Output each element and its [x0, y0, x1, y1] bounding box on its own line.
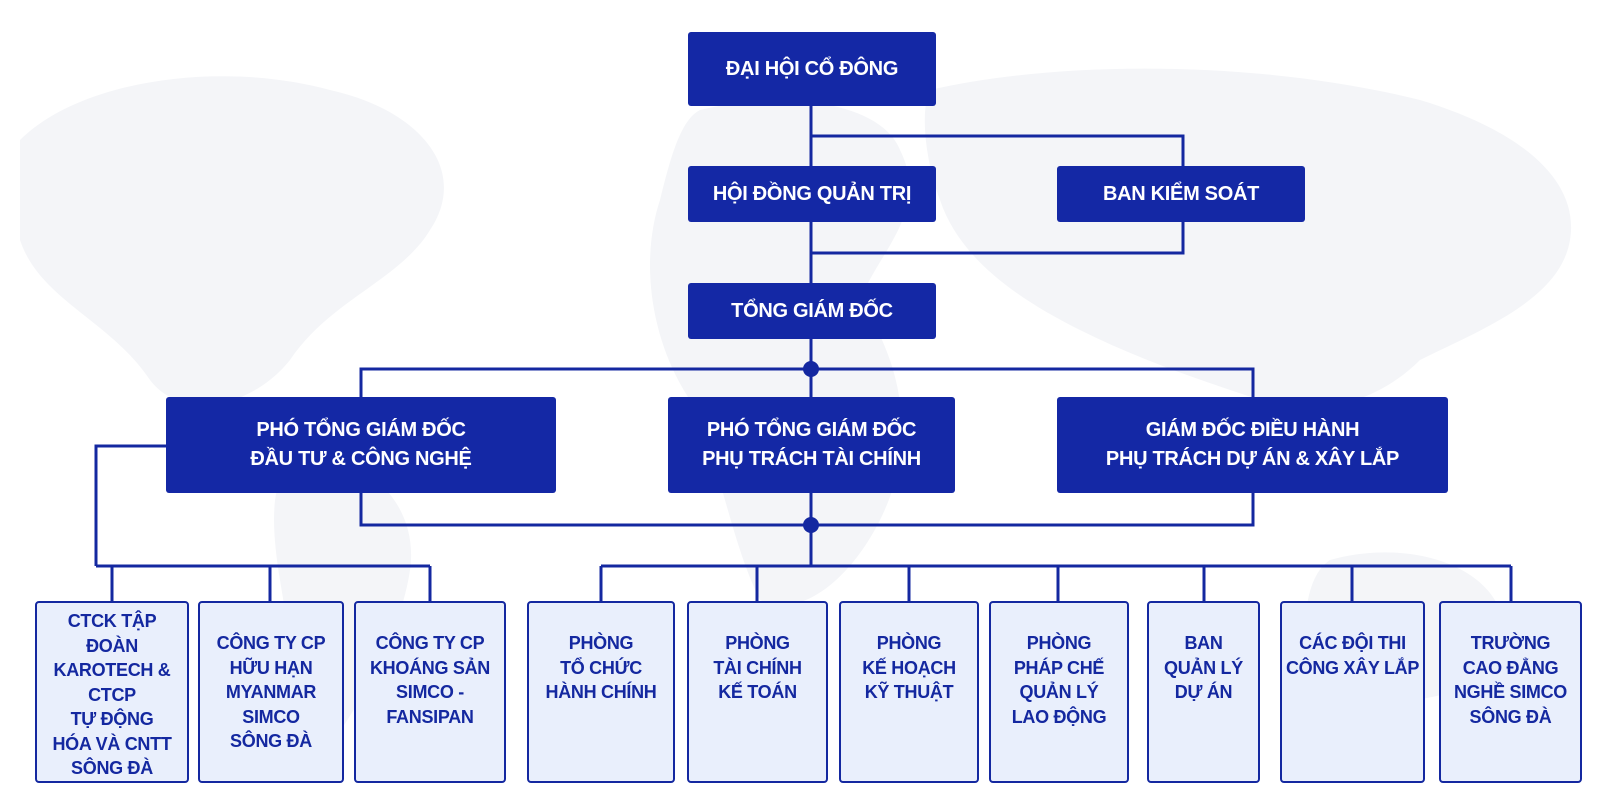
node-director-projects: GIÁM ĐỐC ĐIỀU HÀNH PHỤ TRÁCH DỰ ÁN & XÂY…: [1057, 397, 1448, 493]
node-label: BAN KIỂM SOÁT: [1102, 182, 1260, 205]
line-supervisory-bottom: [811, 222, 1185, 255]
node-label: GIÁM ĐỐC ĐIỀU HÀNH PHỤ TRÁCH DỰ ÁN & XÂY…: [1105, 419, 1400, 470]
subsidiary-label: CÔNG TY CP KHOÁNG SẢN SIMCO - FANSIPAN: [369, 633, 490, 727]
department-box: BAN QUẢN LÝ DỰ ÁN: [1147, 601, 1260, 783]
node-board: HỘI ĐỒNG QUẢN TRỊ: [688, 166, 936, 222]
subsidiary-box: CÔNG TY CP HỮU HẠN MYANMAR SIMCO SÔNG ĐÀ: [198, 601, 344, 783]
line-to-supervisory-top: [811, 134, 1185, 166]
department-label: PHÒNG PHÁP CHẾ QUẢN LÝ LAO ĐỘNG: [1011, 633, 1107, 727]
node-label: TỔNG GIÁM ĐỐC: [731, 299, 893, 322]
department-label: PHÒNG TÀI CHÍNH KẾ TOÁN: [713, 633, 802, 702]
map-continent-asia: [924, 68, 1572, 408]
department-box: PHÒNG KẾ HOẠCH KỸ THUẬT: [839, 601, 979, 783]
department-box: PHÒNG TÀI CHÍNH KẾ TOÁN: [687, 601, 828, 783]
department-label: BAN QUẢN LÝ DỰ ÁN: [1164, 633, 1243, 702]
node-deputy-finance: PHÓ TỔNG GIÁM ĐỐC PHỤ TRÁCH TÀI CHÍNH: [668, 397, 955, 493]
map-continent-north-america: [20, 76, 444, 405]
department-box: CÁC ĐỘI THI CÔNG XÂY LẮP: [1280, 601, 1425, 783]
department-label: CÁC ĐỘI THI CÔNG XÂY LẮP: [1285, 633, 1420, 678]
department-box: PHÒNG PHÁP CHẾ QUẢN LÝ LAO ĐỘNG: [989, 601, 1129, 783]
department-label: PHÒNG TỔ CHỨC HÀNH CHÍNH: [545, 633, 657, 702]
junction-dot-lower: [803, 517, 819, 533]
subsidiary-label: CTCK TẬP ĐOÀN KAROTECH & CTCP TỰ ĐỘNG HÓ…: [52, 611, 172, 778]
node-label: PHÓ TỔNG GIÁM ĐỐC ĐẦU TƯ & CÔNG NGHỆ: [250, 419, 472, 470]
subsidiary-label: CÔNG TY CP HỮU HẠN MYANMAR SIMCO SÔNG ĐÀ: [216, 633, 326, 751]
node-label: ĐẠI HỘI CỔ ĐÔNG: [725, 57, 899, 80]
node-supervisory: BAN KIỂM SOÁT: [1057, 166, 1305, 222]
node-label: HỘI ĐỒNG QUẢN TRỊ: [712, 182, 912, 205]
subsidiary-box: CÔNG TY CP KHOÁNG SẢN SIMCO - FANSIPAN: [354, 601, 506, 783]
department-label: TRƯỜNG CAO ĐẲNG NGHỀ SIMCO SÔNG ĐÀ: [1453, 633, 1567, 727]
department-label: PHÒNG KẾ HOẠCH KỸ THUẬT: [862, 633, 956, 702]
node-label: PHÓ TỔNG GIÁM ĐỐC PHỤ TRÁCH TÀI CHÍNH: [702, 419, 921, 470]
junction-dot-upper: [803, 361, 819, 377]
department-box: PHÒNG TỔ CHỨC HÀNH CHÍNH: [527, 601, 675, 783]
node-shareholders: ĐẠI HỘI CỔ ĐÔNG: [688, 32, 936, 106]
node-deputy-investment: PHÓ TỔNG GIÁM ĐỐC ĐẦU TƯ & CÔNG NGHỆ: [166, 397, 556, 493]
node-ceo: TỔNG GIÁM ĐỐC: [688, 283, 936, 339]
subsidiary-box: CTCK TẬP ĐOÀN KAROTECH & CTCP TỰ ĐỘNG HÓ…: [35, 601, 189, 783]
department-box: TRƯỜNG CAO ĐẲNG NGHỀ SIMCO SÔNG ĐÀ: [1439, 601, 1582, 783]
line-investment-to-subsidiaries: [94, 444, 167, 566]
